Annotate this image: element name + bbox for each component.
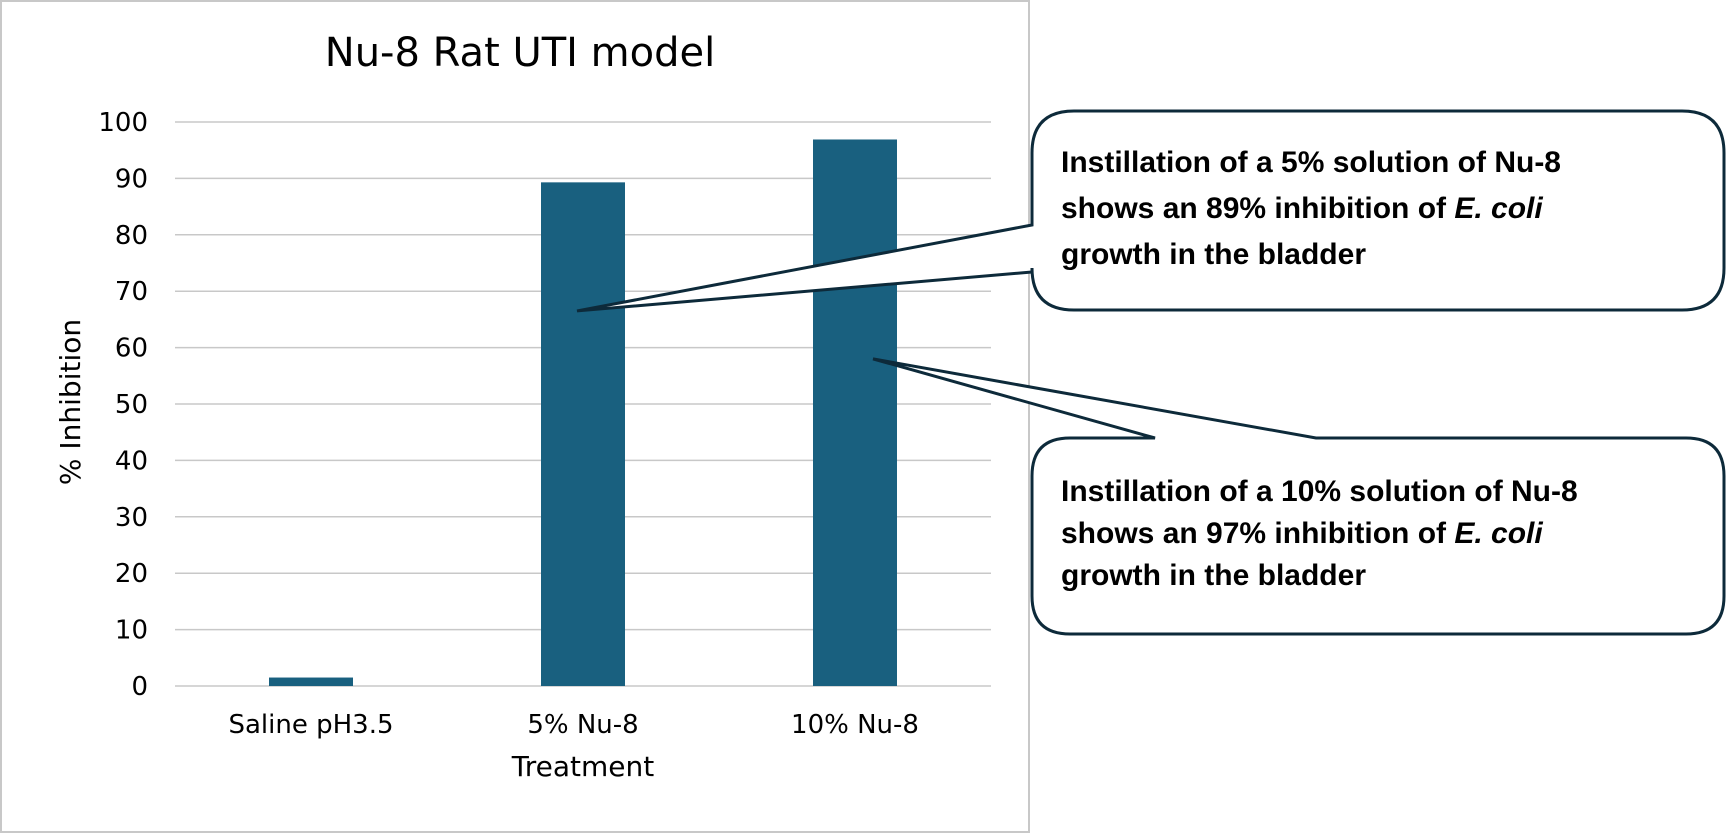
callout-5-percent: Instillation of a 5% solution of Nu-8 sh… [576, 109, 1726, 313]
y-axis-ticks: 0 10 20 30 40 50 60 70 80 90 100 [98, 108, 148, 702]
y-tick-label: 40 [115, 446, 148, 476]
callout-5-percent-bubble [576, 109, 1726, 313]
y-tick-label: 80 [115, 221, 148, 251]
x-axis-ticks: Saline pH3.5 5% Nu-8 10% Nu-8 [228, 710, 918, 740]
y-tick-label: 30 [115, 503, 148, 533]
callout-10-percent-line2: shows an 97% inhibition of E. coli [1061, 517, 1543, 550]
callout-10-percent-species: E. coli [1454, 517, 1543, 550]
chart-title: Nu-8 Rat UTI model [325, 30, 715, 76]
callout-5-percent-species: E. coli [1454, 192, 1543, 225]
y-tick-label: 20 [115, 559, 148, 589]
callout-10-percent-line2-text: shows an 97% inhibition of [1061, 517, 1454, 550]
x-tick-label: 10% Nu-8 [791, 710, 919, 740]
y-tick-label: 70 [115, 277, 148, 307]
callout-10-percent-line1: Instillation of a 10% solution of Nu-8 [1061, 475, 1578, 508]
bar-2 [541, 182, 625, 686]
callout-10-percent-bubble [872, 357, 1726, 636]
y-tick-label: 0 [131, 672, 148, 702]
x-tick-label: Saline pH3.5 [228, 710, 393, 740]
y-tick-label: 90 [115, 164, 148, 194]
callout-10-percent-line3: growth in the bladder [1061, 559, 1366, 592]
callout-5-percent-line1: Instillation of a 5% solution of Nu-8 [1061, 146, 1561, 179]
y-tick-label: 10 [115, 616, 148, 646]
callout-5-percent-line2-text: shows an 89% inhibition of [1061, 192, 1454, 225]
bar-1 [269, 677, 353, 686]
callout-10-percent: Instillation of a 10% solution of Nu-8 s… [872, 357, 1726, 636]
y-tick-label: 100 [98, 108, 148, 138]
x-axis-title: Treatment [511, 750, 654, 783]
y-tick-label: 50 [115, 390, 148, 420]
callout-5-percent-line2: shows an 89% inhibition of E. coli [1061, 192, 1543, 225]
bar-3 [813, 139, 897, 686]
y-axis-title: % Inhibition [54, 319, 87, 485]
callout-5-percent-line3: growth in the bladder [1061, 238, 1366, 271]
y-tick-label: 60 [115, 334, 148, 364]
x-tick-label: 5% Nu-8 [527, 710, 638, 740]
bars [269, 139, 897, 686]
